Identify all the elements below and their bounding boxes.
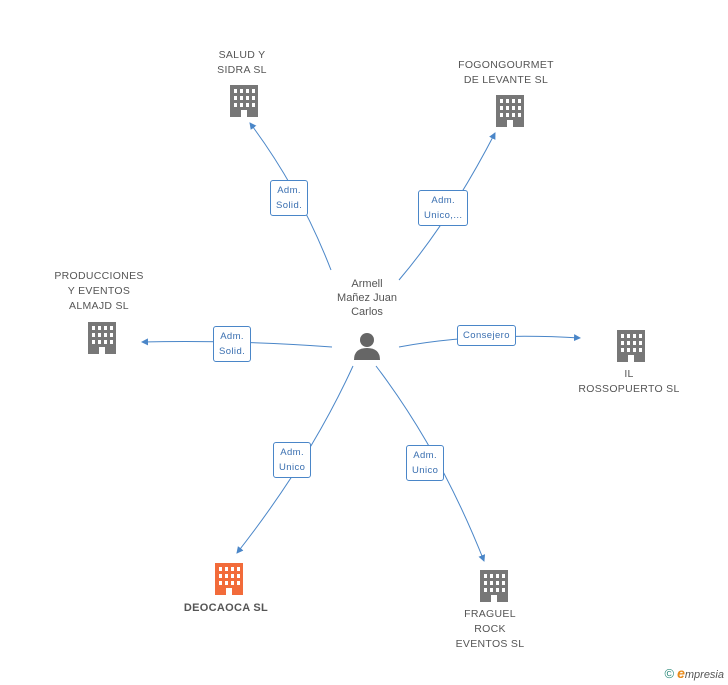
edge-label-line: Adm. bbox=[277, 185, 301, 196]
label-line: PRODUCCIONES bbox=[54, 270, 144, 282]
label-line: SIDRA SL bbox=[217, 64, 267, 76]
label-line: EVENTOS SL bbox=[455, 638, 525, 650]
edge-label-line: Consejero bbox=[463, 330, 510, 341]
label-line: DE LEVANTE SL bbox=[463, 74, 549, 86]
edge-label-fraguel[interactable]: Adm. Unico bbox=[406, 445, 445, 481]
company-label-salud[interactable]: SALUD Y SIDRA SL bbox=[192, 48, 292, 78]
edge-label-line: Adm. bbox=[413, 450, 438, 461]
company-label-fraguel[interactable]: FRAGUEL ROCK EVENTOS SL bbox=[440, 607, 540, 652]
building-icon[interactable] bbox=[617, 330, 645, 362]
edge-label-line: Adm. bbox=[220, 331, 244, 342]
edge-label-line: Adm. bbox=[280, 447, 305, 458]
brand-initial: e bbox=[677, 665, 685, 681]
building-icon[interactable] bbox=[88, 322, 116, 354]
label-line: SALUD Y bbox=[218, 49, 266, 61]
company-label-fogon[interactable]: FOGONGOURMET DE LEVANTE SL bbox=[446, 58, 566, 88]
edge-label-rosso[interactable]: Consejero bbox=[457, 325, 516, 346]
brand-logo: empresia bbox=[677, 665, 724, 681]
edge-label-line: Unico bbox=[279, 462, 306, 473]
edge-label-line: Unico,... bbox=[424, 210, 463, 221]
label-line: IL bbox=[624, 368, 634, 380]
empresia-watermark: © empresia bbox=[664, 665, 724, 681]
label-line: Y EVENTOS bbox=[67, 285, 131, 297]
edge-label-producciones[interactable]: Adm. Solid. bbox=[213, 326, 252, 362]
copyright-icon: © bbox=[664, 665, 675, 681]
edge-label-salud[interactable]: Adm. Solid. bbox=[270, 180, 309, 216]
edge-label-line: Solid. bbox=[276, 200, 303, 211]
company-label-rosso[interactable]: IL ROSSOPUERTO SL bbox=[570, 367, 688, 397]
building-icon-highlight[interactable] bbox=[215, 563, 243, 595]
person-icon[interactable] bbox=[354, 333, 380, 360]
label-line: DEOCAOCA SL bbox=[183, 602, 269, 614]
building-icon[interactable] bbox=[230, 85, 258, 117]
edge-label-line: Adm. bbox=[431, 195, 456, 206]
edge-label-deocaoca[interactable]: Adm. Unico bbox=[273, 442, 312, 478]
name-line: Carlos bbox=[351, 306, 383, 318]
edge-label-line: Solid. bbox=[219, 346, 246, 357]
label-line: ROSSOPUERTO SL bbox=[578, 383, 680, 395]
name-line: Mañez Juan bbox=[337, 292, 397, 304]
company-label-deocaoca[interactable]: DEOCAOCA SL bbox=[171, 601, 281, 616]
label-line: FRAGUEL bbox=[464, 608, 516, 620]
building-icon[interactable] bbox=[496, 95, 524, 127]
label-line: FOGONGOURMET bbox=[458, 59, 554, 71]
edge-label-line: Unico bbox=[412, 465, 439, 476]
brand-rest: mpresia bbox=[684, 669, 724, 681]
name-line: Armell bbox=[351, 278, 383, 290]
center-person-name[interactable]: Armell Mañez Juan Carlos bbox=[322, 277, 412, 319]
edge-label-fogon[interactable]: Adm. Unico,... bbox=[418, 190, 469, 226]
building-icon[interactable] bbox=[480, 570, 508, 602]
company-label-producciones[interactable]: PRODUCCIONES Y EVENTOS ALMAJD SL bbox=[44, 269, 154, 314]
label-line: ROCK bbox=[474, 623, 506, 635]
label-line: ALMAJD SL bbox=[69, 300, 129, 312]
